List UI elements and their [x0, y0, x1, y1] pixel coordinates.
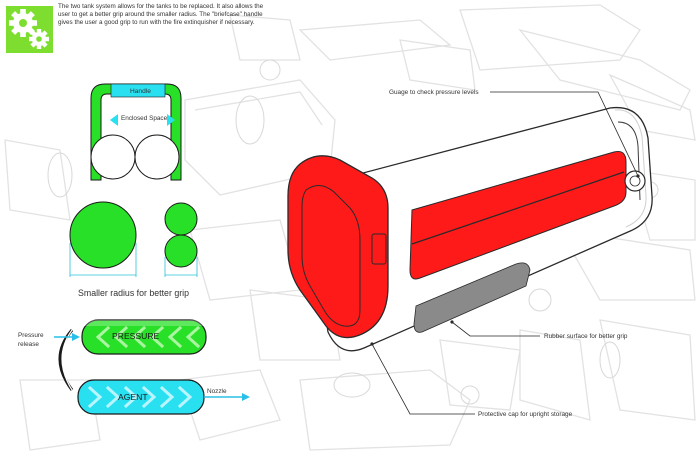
gauge [624, 170, 646, 192]
arrow-right-icon [72, 333, 80, 341]
rubber-callout: Rubber surface for better grip [544, 333, 628, 340]
rubber-grip [413, 262, 531, 333]
extinguisher-rendering [287, 106, 653, 352]
arrow-right-icon [167, 114, 175, 126]
grip-diagram [69, 201, 198, 277]
pressure-tank [81, 319, 207, 355]
tank-circle-right [134, 134, 180, 180]
arrow-left-icon [110, 114, 118, 126]
nozzle-label: Nozzle [207, 388, 227, 395]
intro-text: The two tank system allows for the tanks… [58, 3, 264, 27]
logo-box [6, 6, 53, 53]
handle-bar [110, 83, 166, 98]
cap-callout: Protective cap for upright storage [478, 411, 573, 418]
handle-diagram [90, 83, 182, 181]
small-tank-circle-bottom [164, 234, 198, 268]
tanks-diagram [54, 319, 250, 415]
handle-label: Handle [130, 88, 151, 95]
gauge-callout: Guage to check pressure levels [389, 89, 479, 96]
single-tank-circle [69, 201, 137, 269]
grip-caption: Smaller radius for better grip [78, 288, 189, 298]
cap-inner-ring [301, 185, 361, 327]
cap-latch [371, 233, 387, 265]
chevron-left-icon [95, 325, 201, 349]
enclosed-space-label: Enclosed Space [121, 115, 168, 122]
chevron-right-icon [87, 385, 193, 409]
pressure-label: PRESSURE [112, 331, 160, 341]
agent-label: AGENT [118, 392, 148, 402]
pressure-release-label: Pressure release [18, 332, 44, 348]
arrow-right-icon [242, 393, 250, 401]
tank-window [409, 151, 627, 280]
gear-icon [9, 9, 49, 49]
